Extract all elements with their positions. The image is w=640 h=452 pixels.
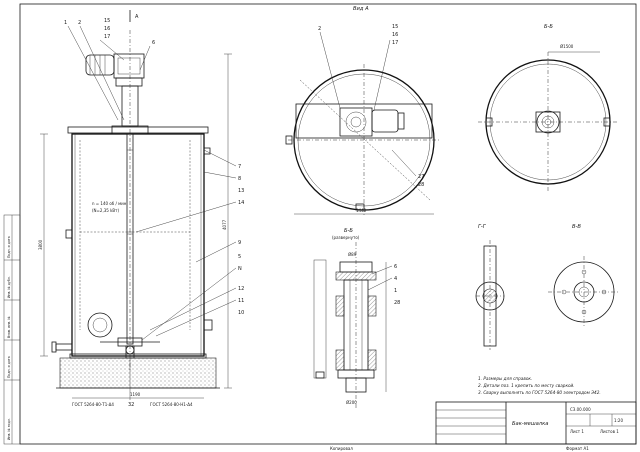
note-3: 3. Сварку выполнять по ГОСТ 5264-80 элек… [478,390,601,395]
side-stamp-4: Инв. № дубл. [7,276,11,298]
view-a-title: Вид А [353,6,369,12]
section-bb2-sub: (развернуто) [332,235,360,240]
side-stamp: Инв. № подл. Подп. и дата Взам. инв. № И… [4,215,20,444]
dim-width-base: 1190 [130,392,141,397]
sec-callout-1: 1 [394,288,397,294]
dim-shaft: Ø89 [348,252,357,257]
note-1: 1. Размеры для справок. [478,376,532,381]
callout-2: 2 [78,20,81,26]
callout-11: 11 [238,298,244,304]
dim-drum: Ø1500 [560,44,574,49]
foundation [59,357,217,389]
callout-6: 6 [152,40,155,46]
gost-left: ГОСТ 5264-80-Т1-Δ4 [72,402,114,407]
callout-1: 1 [64,20,67,26]
view-a: Вид А 1440 2 15 16 17 27 28 [285,6,440,216]
callout-7: 7 [238,164,241,170]
sec-callout-6: 6 [394,264,397,270]
section-bb-plan: Б-Б Ø1500 [478,24,618,192]
tb-scale: 1:20 [614,418,623,423]
va-callout-2: 2 [318,26,321,32]
callout-14: 14 [238,200,244,206]
view-a-dimensions: 1440 [294,208,434,215]
flow-note: (N=2,35 kВт) [92,208,119,213]
va-callout-15: 15 [392,24,398,30]
callout-16: 16 [104,26,110,32]
callouts-view-a: 2 15 16 17 27 28 [318,24,424,188]
tank-body [71,133,205,357]
side-stamp-1: Инв. № подл. [7,418,11,440]
front-view: 4077 3800 1190 n = 140 об / мин (N=2,35 … [38,10,244,408]
section-bb-title: Б-Б [544,24,553,30]
section-vv: В-В [548,224,620,328]
gearbox [113,53,145,79]
callout-5: 5 [238,254,241,260]
section-bb-detail: Б-Б (развернуто) Ø89 Ø200 6 4 1 28 [313,228,400,408]
callout-17: 17 [104,34,110,40]
arrow-a: А [135,14,139,20]
note-2: 2. Детали поз. 1 крепить по месту сварко… [478,383,575,388]
section-bb2-title: Б-Б [344,228,353,234]
side-stamp-3: Взам. инв. № [7,316,11,338]
footer-copied: Копировал [330,446,353,451]
agitator-shaft [126,133,134,345]
dimensions-front: 4077 3800 1190 n = 140 об / мин (N=2,35 … [38,53,232,399]
callouts-section: 6 4 1 28 [367,264,400,306]
callout-10: 10 [238,310,244,316]
tb-sheet: Лист 1 [570,429,584,434]
dim-hub: Ø200 [346,400,357,405]
outlet-nozzle [51,312,113,353]
tech-notes: 1. Размеры для справок. 2. Детали поз. 1… [478,376,601,395]
section-gg-title: Г-Г [478,224,487,230]
callout-13: 13 [238,188,244,194]
dim-height-total: 4077 [222,219,227,230]
callout-8: 8 [238,176,241,182]
section-gg: Г-Г [475,224,505,350]
callout-n: N [238,266,242,272]
side-stamp-5: Подп. и дата [7,236,11,258]
va-callout-28: 28 [418,182,424,188]
footer-format: Формат A1 [566,446,589,451]
tank-cover [67,126,209,134]
va-callout-27: 27 [418,174,424,180]
side-stamp-2: Подп. и дата [7,356,11,378]
callout-15: 15 [104,18,110,24]
tb-designation: СЗ.00.000 [570,407,591,412]
callout-32: 32 [128,402,134,408]
tb-name: Бак-мешалка [512,421,548,427]
va-callout-17: 17 [392,40,398,46]
dim-width-top: 1440 [356,208,367,213]
callouts-front: 1 2 15 16 17 А 6 7 8 13 14 9 12 11 10 5 [64,10,244,408]
callout-12: 12 [238,286,244,292]
dim-height-tank: 3800 [38,239,43,250]
sec-callout-28: 28 [394,300,400,306]
va-callout-16: 16 [392,32,398,38]
section-vv-title: В-В [572,224,581,230]
callout-9: 9 [238,240,241,246]
speed-note: n = 140 об / мин [92,201,127,206]
tb-sheets: Листов 1 [600,429,619,434]
sec-callout-4: 4 [394,276,397,282]
gost-right: ГОСТ 5264-80-Н1-Δ4 [150,402,193,407]
title-block: Бак-мешалка СЗ.00.000 1:20 Лист 1 Листов… [435,401,637,445]
